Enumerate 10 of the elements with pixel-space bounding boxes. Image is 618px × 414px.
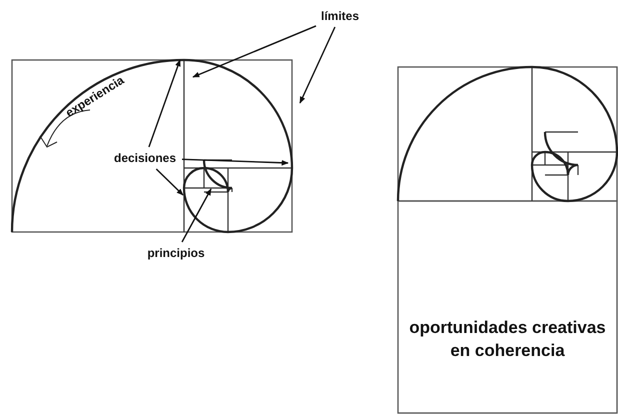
arrow: [192, 25, 316, 78]
arrow: [156, 168, 184, 196]
body-text: oportunidades creativas en coherencia: [408, 317, 607, 362]
callout-label: límites: [320, 9, 359, 23]
arrow: [181, 188, 212, 242]
arrow: [299, 26, 336, 104]
callout-label: principios: [147, 246, 205, 260]
arrow: [182, 158, 289, 166]
arrow: [148, 59, 181, 148]
callout-label: decisiones: [114, 151, 176, 165]
